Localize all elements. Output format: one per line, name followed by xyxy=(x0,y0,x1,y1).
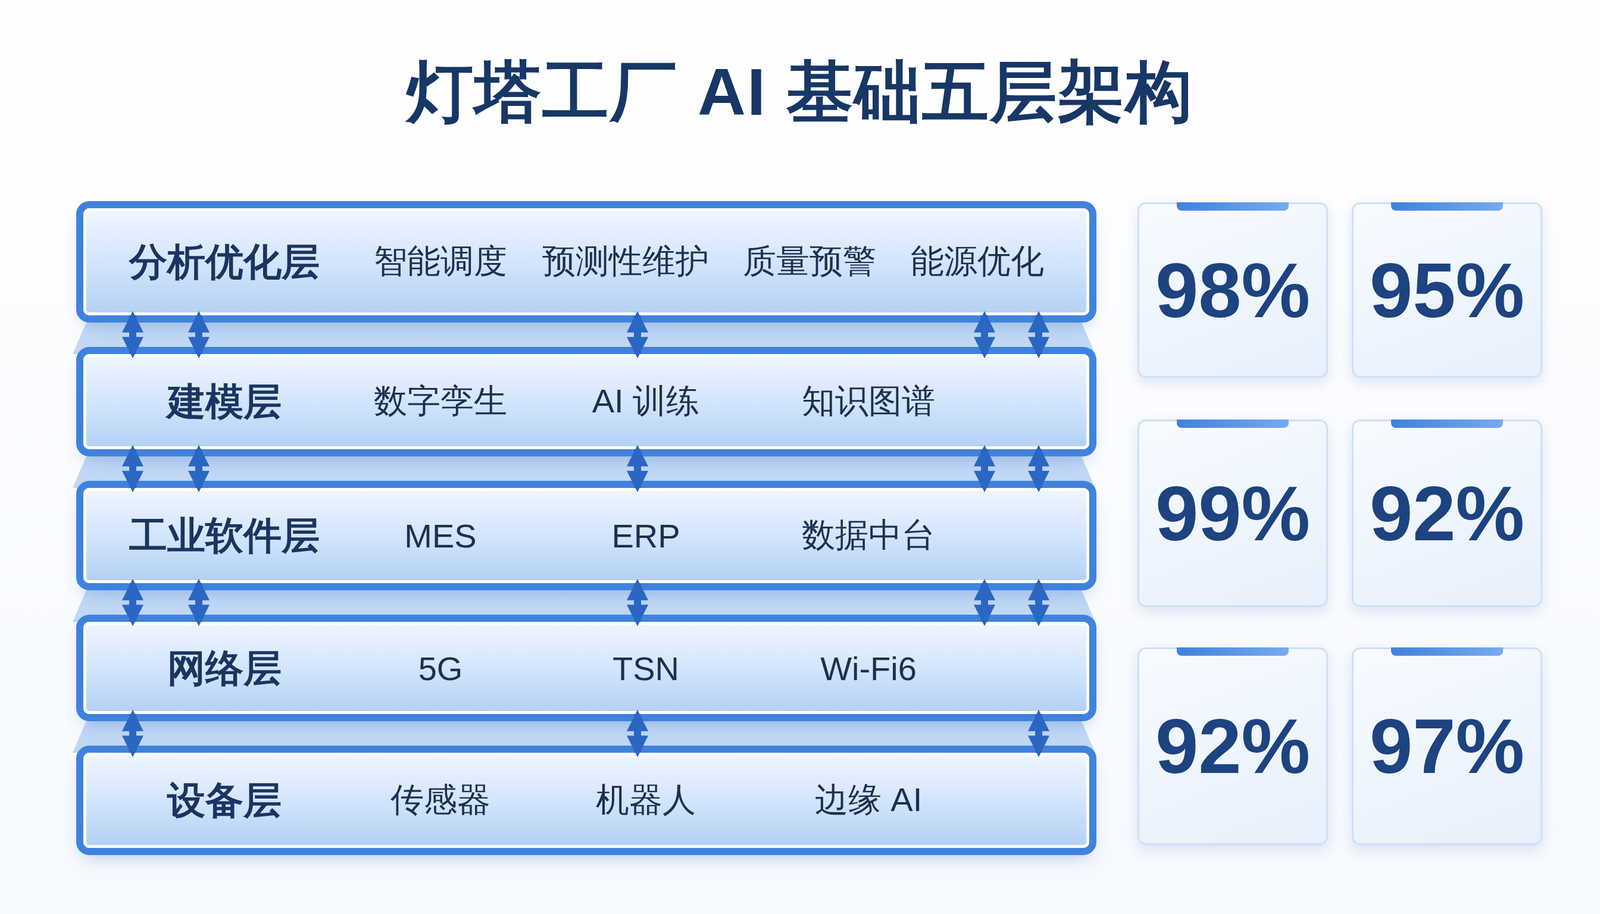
slab-face xyxy=(72,449,1096,489)
layer-connector xyxy=(195,315,203,355)
layer-item: 预测性维护 xyxy=(542,239,709,285)
metric-value: 99% xyxy=(1155,469,1311,559)
layer-band: 设备层 传感器 机器人 边缘 AI xyxy=(83,752,1090,849)
layer-item: AI 训练 xyxy=(592,379,700,425)
layer-connector xyxy=(129,583,137,623)
layer-name: 网络层 xyxy=(167,642,282,695)
layer-item: 5G xyxy=(418,648,464,688)
metric-value: 92% xyxy=(1369,469,1525,559)
layer-item: 边缘 AI xyxy=(814,777,923,824)
diagram-title: 灯塔工厂 AI 基础五层架构 xyxy=(0,47,1600,138)
layer-band: 分析优化层 智能调度预测性维护质量预警能源优化 xyxy=(83,208,1090,316)
layer-name: 设备层 xyxy=(167,775,282,827)
layer-connector xyxy=(980,583,989,623)
layer-item: 知识图谱 xyxy=(801,379,936,425)
card-tab xyxy=(1176,419,1289,428)
layer-item: ERP xyxy=(611,516,680,556)
card-tab xyxy=(1176,202,1289,211)
layer-band: 工业软件层 MES ERP 数据中台 xyxy=(83,488,1090,584)
layer-connector xyxy=(1035,315,1043,355)
layer-item: Wi-Fi6 xyxy=(820,648,917,688)
slab-face xyxy=(72,714,1096,753)
metric-value: 98% xyxy=(1155,245,1311,336)
card-tab xyxy=(1391,202,1503,211)
metric-card: 99% xyxy=(1137,419,1328,608)
layer-connector xyxy=(633,583,642,623)
metric-card: 98% xyxy=(1137,202,1328,378)
metric-value: 97% xyxy=(1369,701,1525,792)
layer-item: 质量预警 xyxy=(742,239,877,285)
layer-item: 数据中台 xyxy=(801,513,936,559)
layer-connector xyxy=(129,315,137,355)
layer-connector xyxy=(633,449,642,489)
layer-name: 工业软件层 xyxy=(129,510,320,562)
layer-connector xyxy=(1035,583,1043,623)
layer-connector xyxy=(633,315,642,355)
layer-connector xyxy=(129,714,137,753)
layer-connector xyxy=(129,449,137,489)
layer-item: 能源优化 xyxy=(910,239,1045,285)
layer-connector xyxy=(980,315,989,355)
metric-value: 92% xyxy=(1155,701,1311,792)
metric-card: 92% xyxy=(1351,419,1543,608)
layer-item: TSN xyxy=(612,648,680,688)
layer-connector xyxy=(633,714,642,753)
layer-name: 建模层 xyxy=(167,376,282,428)
card-tab xyxy=(1391,647,1503,656)
slab-face xyxy=(72,315,1096,355)
layer-item: 数字孪生 xyxy=(373,379,508,425)
layer-band: 建模层 数字孪生 AI 训练 知识图谱 xyxy=(83,354,1090,450)
metric-card: 97% xyxy=(1351,647,1543,846)
layer-band: 网络层 5G TSN Wi-Fi6 xyxy=(83,622,1090,715)
layer-connector xyxy=(980,449,989,489)
layer-connector xyxy=(1035,449,1043,489)
layer-item: 机器人 xyxy=(595,777,696,824)
layer-item: 传感器 xyxy=(390,777,491,824)
metric-card: 95% xyxy=(1351,202,1543,378)
layer-connector xyxy=(195,583,203,623)
card-tab xyxy=(1391,419,1503,428)
card-tab xyxy=(1176,647,1289,656)
layer-name: 分析优化层 xyxy=(129,236,320,289)
layer-item: MES xyxy=(404,516,477,556)
layer-connector xyxy=(195,449,203,489)
metric-value: 95% xyxy=(1369,245,1525,336)
metric-card: 92% xyxy=(1137,647,1328,846)
slab-face xyxy=(72,583,1096,623)
layer-item: 智能调度 xyxy=(373,239,508,285)
layer-connector xyxy=(1035,714,1043,753)
